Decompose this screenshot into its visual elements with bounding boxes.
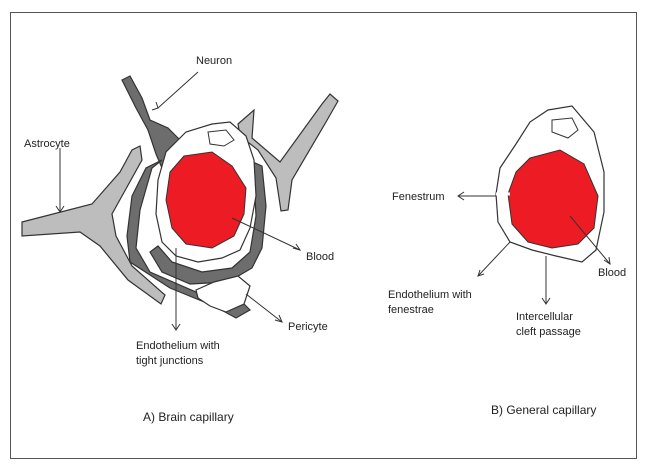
brain-endothelium-label-line2: tight junctions <box>136 355 204 367</box>
cleft-label-line1: Intercellular <box>516 311 573 323</box>
general-endothelium-label-line1: Endothelium with <box>388 289 472 301</box>
cleft-label-line2: cleft passage <box>516 326 581 338</box>
brain-blood-label: Blood <box>306 251 334 263</box>
general-capillary-caption: B) General capillary <box>491 403 596 417</box>
general-blood-label: Blood <box>598 267 626 279</box>
general-endothelium-label-line2: fenestrae <box>388 304 434 316</box>
brain-capillary-caption: A) Brain capillary <box>143 410 234 424</box>
neuron-label: Neuron <box>196 55 232 67</box>
fenestrum-label: Fenestrum <box>392 191 445 203</box>
astrocyte-label: Astrocyte <box>24 138 70 150</box>
pericyte-label: Pericyte <box>288 321 328 333</box>
brain-endothelium-label-line1: Endothelium with <box>136 340 220 352</box>
